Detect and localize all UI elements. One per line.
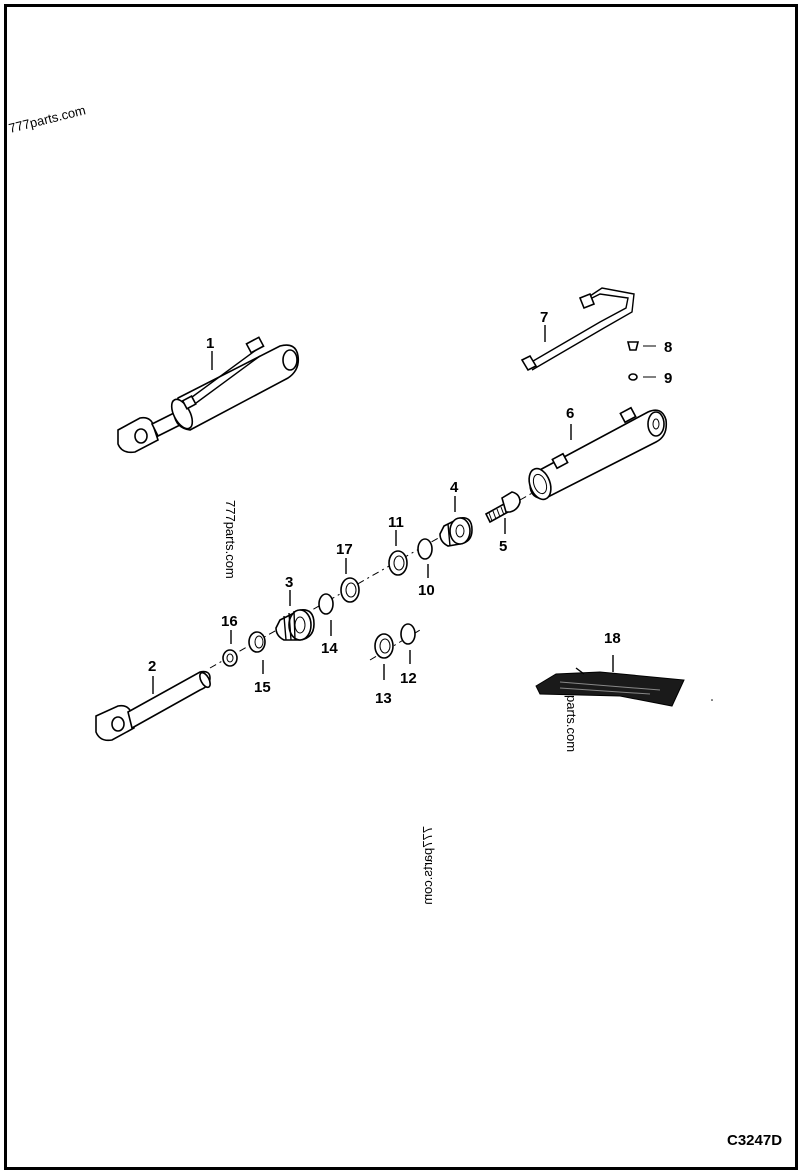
seal-kit-part-18: [535, 667, 685, 707]
gland-part-3: [275, 608, 315, 641]
callout-10: 10: [418, 582, 435, 599]
callout-3: 3: [285, 574, 293, 591]
piston-rod-part-2: [95, 670, 211, 742]
callout-16: 16: [221, 613, 238, 630]
watermark-text: parts.com: [564, 695, 579, 752]
callout-4: 4: [450, 479, 459, 496]
ring-part-17: [340, 577, 360, 603]
watermark-text: 777parts.com: [420, 826, 435, 905]
o-ring-part-14: [318, 593, 334, 615]
watermark-text: 777parts.com: [7, 102, 87, 136]
callout-12: 12: [400, 670, 417, 687]
barrel-part-6: [528, 406, 668, 501]
callout-11: 11: [388, 514, 404, 531]
fitting-part-8: [626, 341, 640, 351]
callout-8: 8: [664, 339, 672, 356]
callout-9: 9: [664, 370, 672, 387]
seal-part-15: [248, 631, 266, 653]
drawing-code: C3247D: [727, 1132, 782, 1149]
washer-part-16: [222, 649, 238, 667]
callout-6: 6: [566, 405, 574, 422]
callout-18: 18: [604, 630, 621, 647]
bolt-part-5: [484, 491, 521, 524]
tube-part-7: [520, 287, 635, 372]
callout-1: 1: [206, 335, 214, 352]
o-ring-part-12: [400, 623, 416, 645]
ring-part-11: [388, 550, 408, 576]
callout-5: 5: [499, 538, 507, 555]
callout-2: 2: [148, 658, 156, 675]
o-ring-part-9: [628, 373, 638, 381]
callout-13: 13: [375, 690, 392, 707]
callout-14: 14: [321, 640, 338, 657]
piston-part-4: [439, 516, 473, 547]
callout-17: 17: [336, 541, 353, 558]
callout-15: 15: [254, 679, 271, 696]
ring-part-13: [374, 633, 394, 659]
cylinder-assembly-part-1: [117, 336, 300, 454]
o-ring-part-10: [417, 538, 433, 560]
watermark-text: 777parts.com: [223, 500, 238, 579]
callout-7: 7: [540, 309, 548, 326]
diagram-frame: [4, 4, 798, 1170]
